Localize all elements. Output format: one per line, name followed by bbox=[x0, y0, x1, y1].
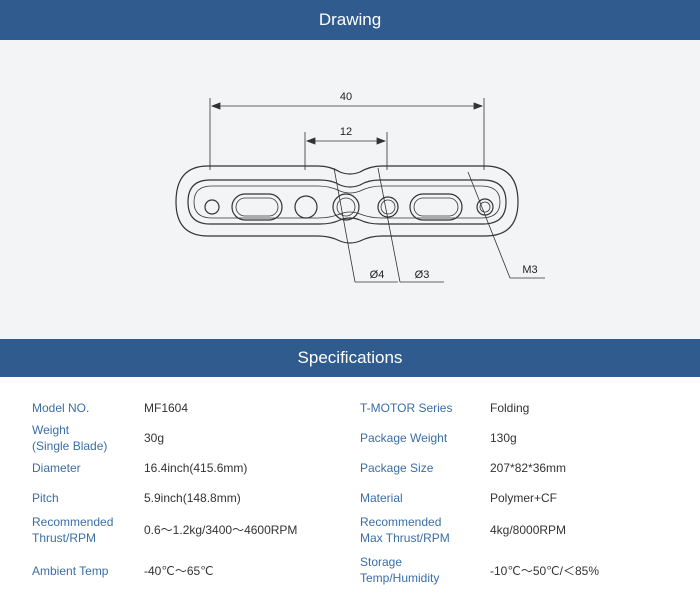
spec-value: 30g bbox=[144, 431, 165, 445]
hole-mid-left bbox=[294, 195, 318, 219]
spec-label: Material bbox=[360, 491, 403, 505]
outer-outline bbox=[175, 165, 519, 244]
spec-row: Weight(Single Blade) 30g Package Weight … bbox=[0, 419, 700, 455]
hole-d3-inner bbox=[380, 199, 396, 215]
spec-value: 0.6～1.2kg/3400～4600RPM bbox=[144, 523, 298, 537]
spec-value: 130g bbox=[490, 431, 517, 445]
spec-value: 4kg/8000RPM bbox=[490, 523, 567, 537]
inner-outline bbox=[187, 179, 507, 225]
spec-value: MF1604 bbox=[144, 401, 189, 415]
inner-outline-2 bbox=[193, 185, 501, 219]
hole-left-m3 bbox=[204, 199, 220, 215]
dim-center: 12 bbox=[340, 126, 352, 138]
spec-row: Pitch 5.9inch(148.8mm) Material Polymer+… bbox=[0, 479, 700, 515]
slot-right-inner bbox=[413, 197, 459, 217]
hole-right-m3-inner bbox=[479, 201, 491, 213]
spec-label: Diameter bbox=[32, 461, 81, 475]
dim-hole-large: Ø4 bbox=[370, 269, 385, 281]
spec-value: Folding bbox=[490, 401, 530, 415]
spec-label: Weight(Single Blade) bbox=[32, 423, 108, 453]
dim-overall: 40 bbox=[340, 91, 352, 103]
dim-hole-small: Ø3 bbox=[415, 269, 430, 281]
technical-drawing: 40 12 Ø4 Ø3 M3 bbox=[175, 91, 545, 283]
slot-left-inner bbox=[235, 197, 279, 217]
specs-header: Specifications bbox=[0, 339, 700, 377]
hole-center-d4-inner bbox=[336, 197, 356, 217]
spec-label: Package Weight bbox=[360, 431, 448, 445]
specs-table: Model NO. MF1604 T-MOTOR Series Folding … bbox=[0, 377, 700, 605]
dim-thread: M3 bbox=[522, 264, 537, 276]
slot-left bbox=[231, 193, 283, 221]
drawing-title: Drawing bbox=[318, 10, 382, 29]
spec-label: Package Size bbox=[360, 461, 434, 475]
spec-value: 5.9inch(148.8mm) bbox=[144, 491, 241, 505]
spec-label: T-MOTOR Series bbox=[360, 401, 453, 415]
spec-label: Model NO. bbox=[32, 401, 90, 415]
spec-value: 207*82*36mm bbox=[490, 461, 567, 475]
drawing-area: 40 12 Ø4 Ø3 M3 bbox=[0, 40, 700, 339]
spec-value: 16.4inch(415.6mm) bbox=[144, 461, 248, 475]
spec-row: Diameter 16.4inch(415.6mm) Package Size … bbox=[0, 449, 700, 485]
drawing-header: Drawing bbox=[0, 0, 700, 40]
specs-title: Specifications bbox=[297, 348, 403, 367]
spec-label: Pitch bbox=[32, 491, 59, 505]
spec-row: Model NO. MF1604 T-MOTOR Series Folding bbox=[0, 389, 700, 425]
hole-d3 bbox=[377, 196, 399, 218]
slot-right bbox=[409, 193, 463, 221]
spec-value: Polymer+CF bbox=[490, 491, 558, 505]
spec-value: -40℃～65℃ bbox=[144, 564, 214, 578]
spec-label: Ambient Temp bbox=[32, 564, 109, 578]
hole-center-d4 bbox=[332, 193, 360, 221]
spec-value: -10℃～50℃/＜85% bbox=[490, 564, 599, 578]
